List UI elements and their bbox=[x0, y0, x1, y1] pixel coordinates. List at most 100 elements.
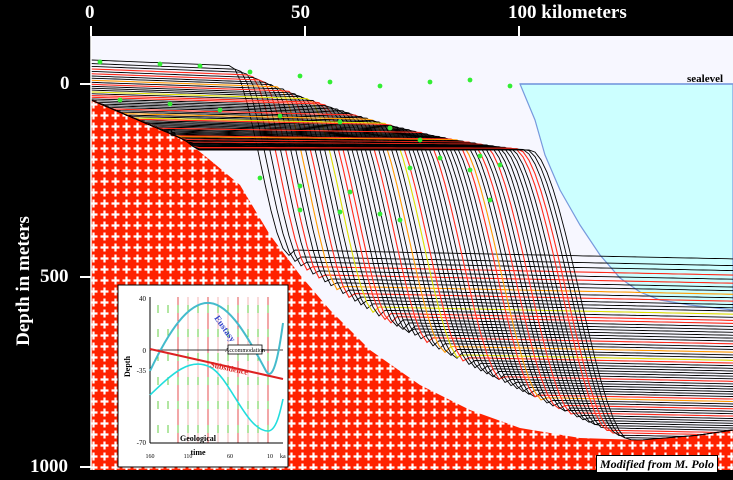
marker-dot bbox=[97, 59, 103, 65]
marker-dot bbox=[297, 183, 303, 189]
inset-xtick-10: 10 bbox=[267, 454, 273, 460]
stratum-line bbox=[91, 99, 733, 381]
stratum-line bbox=[91, 87, 733, 309]
stratum-line bbox=[91, 68, 733, 276]
subsidence-line bbox=[149, 348, 284, 380]
stratum-line bbox=[91, 79, 733, 295]
stratum-line bbox=[91, 99, 733, 357]
marker-dot bbox=[497, 162, 503, 168]
stratum-line bbox=[91, 99, 733, 412]
y-tick-1000: 1000 bbox=[30, 456, 68, 477]
marker-dot bbox=[257, 175, 263, 181]
accommodation-box bbox=[227, 344, 263, 355]
stratum-line bbox=[91, 99, 733, 403]
marker-dot bbox=[487, 197, 493, 203]
marker-dot bbox=[167, 101, 173, 107]
stratum-line bbox=[91, 99, 733, 339]
green-markers bbox=[97, 59, 513, 223]
credit-label: Modified from M. Polo bbox=[596, 455, 718, 473]
stratum-line bbox=[91, 99, 733, 429]
stratum-line bbox=[91, 99, 733, 359]
accommodation-label: Accommodation bbox=[225, 348, 265, 354]
stratum-line bbox=[91, 99, 733, 415]
marker-dot bbox=[337, 209, 343, 215]
inset-xtick-60: 60 bbox=[227, 454, 233, 460]
stratum-line bbox=[91, 99, 733, 364]
stratum-line bbox=[91, 83, 733, 302]
marker-dot bbox=[427, 79, 433, 85]
marker-dot bbox=[347, 189, 353, 195]
marker-dot bbox=[467, 77, 473, 83]
stratum-line bbox=[91, 99, 733, 441]
stratum-line bbox=[91, 96, 733, 324]
marker-dot bbox=[247, 69, 253, 75]
x-tick-100: 100 kilometers bbox=[508, 2, 627, 23]
stratum-line bbox=[91, 99, 733, 424]
stratum-line bbox=[91, 99, 733, 367]
y-axis-label: Depth in meters bbox=[13, 216, 34, 346]
stratum-line bbox=[91, 99, 733, 427]
x-tick-50: 50 bbox=[291, 2, 310, 23]
sea-water bbox=[519, 83, 733, 311]
marker-dot bbox=[387, 125, 393, 131]
x-tick-0: 0 bbox=[85, 2, 95, 23]
inset-x-unit: ka bbox=[280, 454, 286, 460]
y-tick-0: 0 bbox=[60, 73, 70, 94]
marker-dot bbox=[217, 107, 223, 113]
stratum-line bbox=[91, 99, 733, 410]
stratum-line bbox=[91, 99, 733, 354]
marker-dot bbox=[407, 165, 413, 171]
sea-level-label: sealevel bbox=[687, 73, 724, 85]
marker-dot bbox=[437, 155, 443, 161]
stratum-line bbox=[91, 63, 733, 267]
stratum-line bbox=[91, 99, 733, 361]
stratum-line bbox=[91, 99, 733, 331]
stratum-line bbox=[91, 99, 733, 419]
stratum-line bbox=[91, 99, 733, 422]
marker-dot bbox=[297, 73, 303, 79]
stratum-line bbox=[91, 99, 733, 417]
marker-dot bbox=[397, 217, 403, 223]
inset-xtick-110: 110 bbox=[184, 454, 193, 460]
relative-sea-level-curve bbox=[149, 363, 284, 432]
stratum-line bbox=[91, 89, 733, 312]
stratum-line bbox=[91, 65, 733, 272]
marker-dot bbox=[197, 63, 203, 69]
stratum-line bbox=[91, 99, 733, 387]
stratum-line bbox=[91, 99, 733, 350]
stratum-line bbox=[91, 94, 733, 321]
stratum-line bbox=[91, 99, 733, 400]
sediment-strata bbox=[91, 59, 733, 441]
inset-x-label-2: time bbox=[190, 448, 206, 457]
y-tick-500: 500 bbox=[40, 266, 69, 287]
stratum-line bbox=[91, 93, 733, 318]
marker-dot bbox=[297, 207, 303, 213]
stratum-line bbox=[91, 99, 733, 405]
inset-ytick-0: 0 bbox=[143, 347, 147, 355]
marker-dot bbox=[117, 97, 123, 103]
marker-dot bbox=[417, 137, 423, 143]
stratum-line bbox=[91, 99, 733, 436]
stratum-line bbox=[91, 73, 733, 284]
stratum-line bbox=[91, 75, 733, 288]
stratum-line bbox=[91, 99, 733, 407]
stratum-line bbox=[91, 99, 733, 345]
inset-chart: Accommodation Eustasy Subsidence 40 0 -3… bbox=[117, 284, 289, 468]
inset-y-label: Depth bbox=[123, 356, 132, 377]
inset-ytick-40: 40 bbox=[139, 295, 147, 303]
marker-dot bbox=[467, 167, 473, 173]
stratum-line bbox=[91, 99, 733, 385]
stratum-line bbox=[91, 99, 733, 348]
marker-dot bbox=[337, 119, 343, 125]
inset-x-label: Geological bbox=[180, 434, 217, 443]
inset-ytick-minus35: -35 bbox=[137, 367, 147, 375]
eustasy-curve bbox=[149, 301, 284, 375]
inset-ytick-minus70: -70 bbox=[137, 439, 147, 447]
marker-dot bbox=[377, 211, 383, 217]
marker-dot bbox=[327, 79, 333, 85]
inset-time-lines bbox=[177, 297, 269, 443]
marker-dot bbox=[277, 113, 283, 119]
marker-dot bbox=[157, 61, 163, 67]
stratum-line bbox=[91, 99, 733, 390]
